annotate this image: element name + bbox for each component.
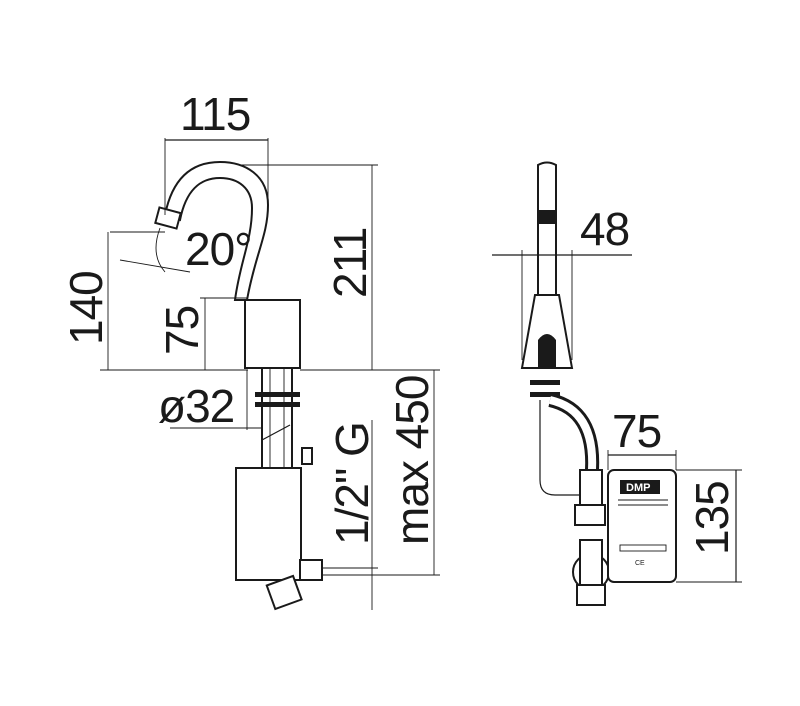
dim-thread: 1/2" G [322, 420, 378, 610]
dim-48: 48 [492, 203, 632, 360]
mounting-shank [255, 367, 313, 469]
control-box-front: DMP CE [607, 469, 677, 583]
brand-label: DMP [626, 482, 650, 494]
side-view: 115 20° 140 75 211 [60, 88, 440, 611]
dim-20-label: 20° [185, 223, 252, 275]
dim-115: 115 [164, 88, 269, 215]
dim-135-label: 135 [686, 481, 738, 555]
dim-diameter: ø32 [158, 370, 262, 432]
dim-max-450-label: max 450 [386, 376, 438, 545]
dim-115-label: 115 [180, 88, 250, 140]
dim-thread-label: 1/2" G [326, 422, 378, 545]
faucet-front [520, 161, 574, 369]
dim-75-body: 75 [156, 297, 248, 370]
dim-211-label: 211 [324, 228, 376, 298]
dim-max-450: max 450 [322, 370, 440, 576]
ce-mark: CE [635, 560, 645, 567]
dim-135: 135 [676, 469, 742, 583]
dim-diameter-label: ø32 [158, 380, 234, 432]
front-view: DMP CE 48 75 135 [492, 161, 742, 606]
dim-140-label: 140 [60, 271, 112, 345]
hose-assembly [530, 380, 610, 606]
dim-75-body-label: 75 [156, 306, 208, 355]
dim-211: 211 [240, 164, 440, 371]
dim-75-box-label: 75 [612, 405, 661, 457]
dim-75-box: 75 [607, 405, 677, 470]
control-box [235, 467, 323, 611]
dim-20-degrees: 20° [110, 223, 253, 275]
dim-140: 140 [60, 232, 248, 371]
dim-48-label: 48 [580, 203, 629, 255]
